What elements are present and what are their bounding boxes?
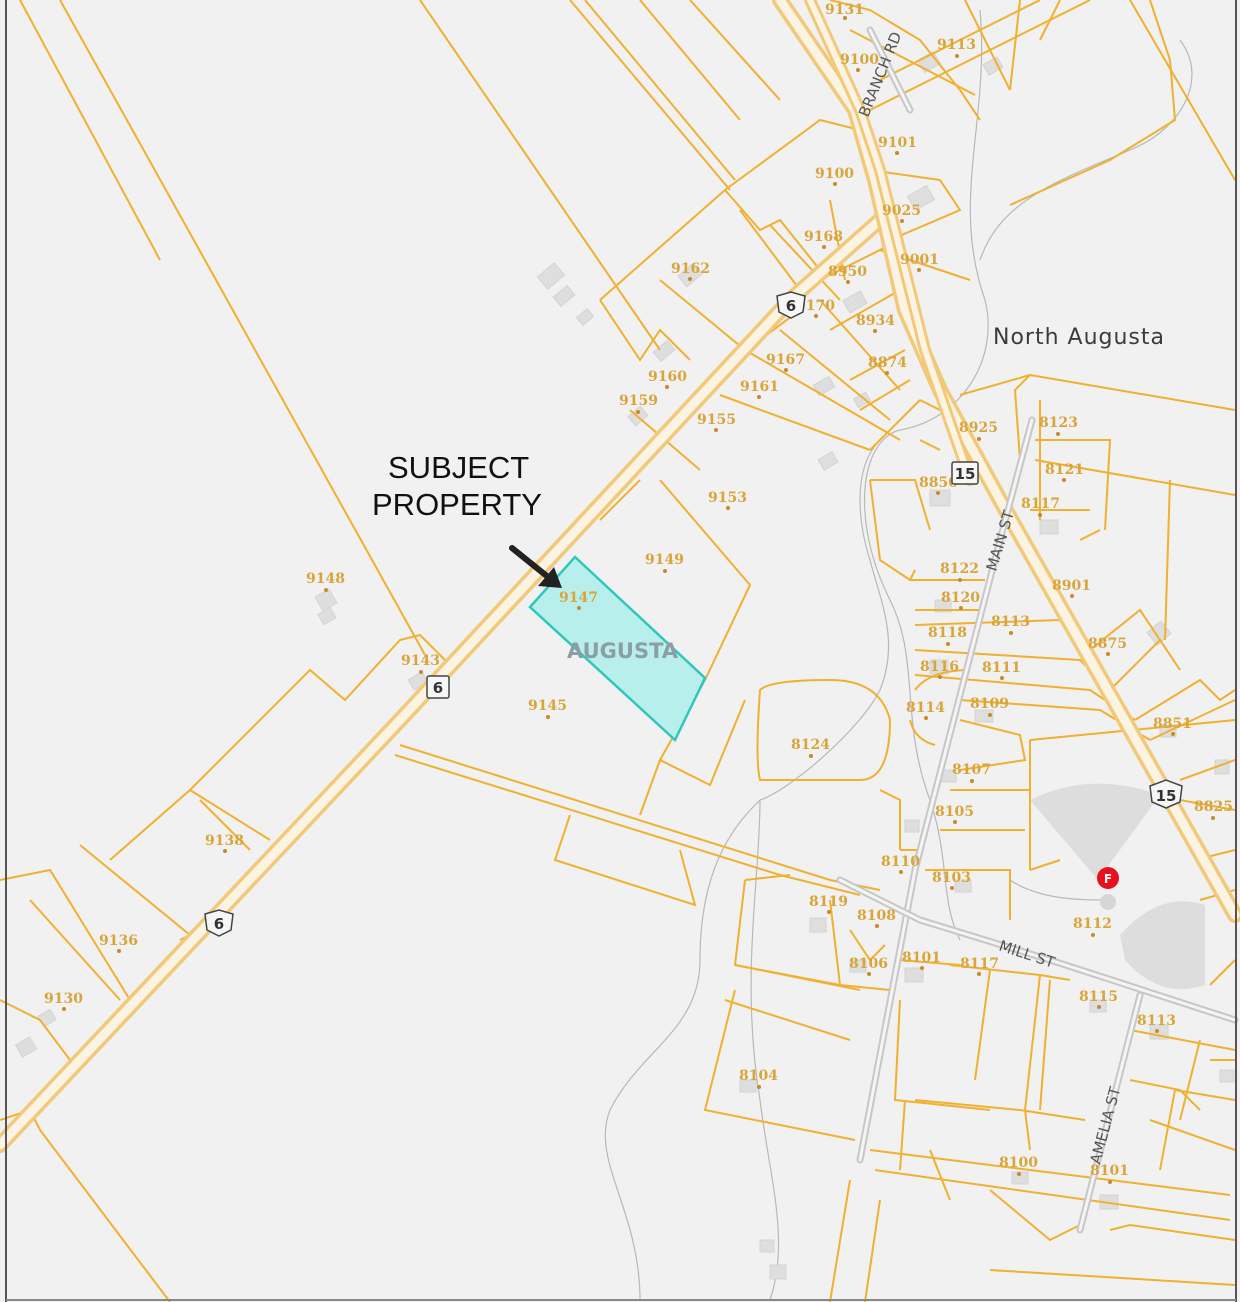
svg-text:6: 6 — [433, 679, 443, 697]
address-label: 8111 — [982, 660, 1021, 676]
svg-text:15: 15 — [1156, 787, 1177, 805]
address-label: 9113 — [937, 37, 976, 53]
address-label: 8104 — [739, 1068, 778, 1084]
subject-property-label-line1: SUBJECT — [388, 450, 529, 485]
address-label: 9100 — [840, 52, 879, 68]
address-label: 8114 — [906, 700, 945, 716]
address-label: 8110 — [881, 854, 920, 870]
highway-route-6 — [0, 212, 888, 1153]
address-label: 8113 — [991, 614, 1030, 630]
address-label: 8121 — [1045, 462, 1084, 478]
route-shield-6: 6 — [776, 291, 806, 319]
address-label: 8925 — [959, 420, 998, 436]
address-label: 9147 — [559, 590, 598, 606]
address-label: 9101 — [878, 135, 917, 151]
address-label: 9168 — [804, 229, 843, 245]
route-shield-6: 6 — [204, 909, 234, 937]
address-label: 9159 — [619, 393, 658, 409]
route-shield-15: 15 — [951, 461, 979, 485]
svg-text:6: 6 — [786, 297, 796, 315]
address-label: 8875 — [1088, 636, 1127, 652]
address-label: 9025 — [882, 203, 921, 219]
address-label: 9162 — [671, 261, 710, 277]
address-label: 8934 — [856, 313, 895, 329]
address-label: 8850 — [919, 475, 958, 491]
address-label: 8117 — [960, 956, 999, 972]
address-label: 8109 — [970, 696, 1009, 712]
address-label: 9100 — [815, 166, 854, 182]
route-shield-15: 15 — [1149, 779, 1183, 809]
subject-property-arrow-icon — [509, 545, 562, 588]
address-label: 8106 — [849, 956, 888, 972]
address-label: 8874 — [868, 355, 907, 371]
fire-station-marker[interactable]: F — [1097, 867, 1119, 910]
address-label: 8122 — [940, 561, 979, 577]
subject-property-label-line2: PROPERTY — [372, 487, 542, 522]
address-label: 8123 — [1039, 415, 1078, 431]
address-label: 8101 — [902, 950, 941, 966]
address-points — [62, 16, 1215, 1184]
address-label: 8101 — [1090, 1163, 1129, 1179]
local-streets — [836, 26, 1239, 1234]
area-label-augusta: AUGUSTA — [567, 639, 679, 663]
address-label: 9167 — [766, 352, 805, 368]
address-label: 8117 — [1021, 496, 1060, 512]
address-label: 9153 — [708, 490, 747, 506]
address-label: 9148 — [306, 571, 345, 587]
fire-marker-letter: F — [1104, 872, 1112, 886]
address-label: 8119 — [809, 894, 848, 910]
address-label: 8105 — [935, 804, 974, 820]
address-label: 9160 — [648, 369, 687, 385]
address-labels: 9131 9100 9113 9101 9100 9025 9168 9001 … — [44, 2, 1233, 1179]
route-shield-6: 6 — [426, 675, 450, 699]
address-label: 8115 — [1079, 989, 1118, 1005]
address-label: 8116 — [920, 659, 959, 675]
branch-rd — [804, 0, 976, 486]
address-label: 9161 — [740, 379, 779, 395]
address-label: 8901 — [1052, 578, 1091, 594]
town-label-north-augusta: North Augusta — [993, 325, 1165, 350]
address-label: 9136 — [99, 933, 138, 949]
address-label: 8108 — [857, 908, 896, 924]
address-label: 8103 — [932, 870, 971, 886]
address-label: 9138 — [205, 833, 244, 849]
address-label: 8107 — [952, 762, 991, 778]
address-label: 8825 — [1194, 799, 1233, 815]
address-label: 8851 — [1153, 716, 1192, 732]
address-label: 8112 — [1073, 916, 1112, 932]
address-label: 8118 — [928, 625, 967, 641]
address-label: 8124 — [791, 737, 830, 753]
address-label: 9130 — [44, 991, 83, 1007]
address-label: 9001 — [900, 252, 939, 268]
svg-text:6: 6 — [214, 915, 224, 933]
address-label: 8113 — [1137, 1013, 1176, 1029]
address-label: 8950 — [828, 264, 867, 280]
address-label: 9131 — [825, 2, 864, 18]
address-label: 9155 — [697, 412, 736, 428]
address-label: 9145 — [528, 698, 567, 714]
address-label: 9149 — [645, 552, 684, 568]
ballfield — [1030, 783, 1205, 990]
address-label: 9143 — [401, 653, 440, 669]
address-label: 8120 — [941, 590, 980, 606]
address-label: 9170 — [796, 298, 835, 314]
subject-property-parcel[interactable] — [528, 555, 707, 743]
svg-text:15: 15 — [955, 465, 976, 483]
address-label: 8100 — [999, 1155, 1038, 1171]
